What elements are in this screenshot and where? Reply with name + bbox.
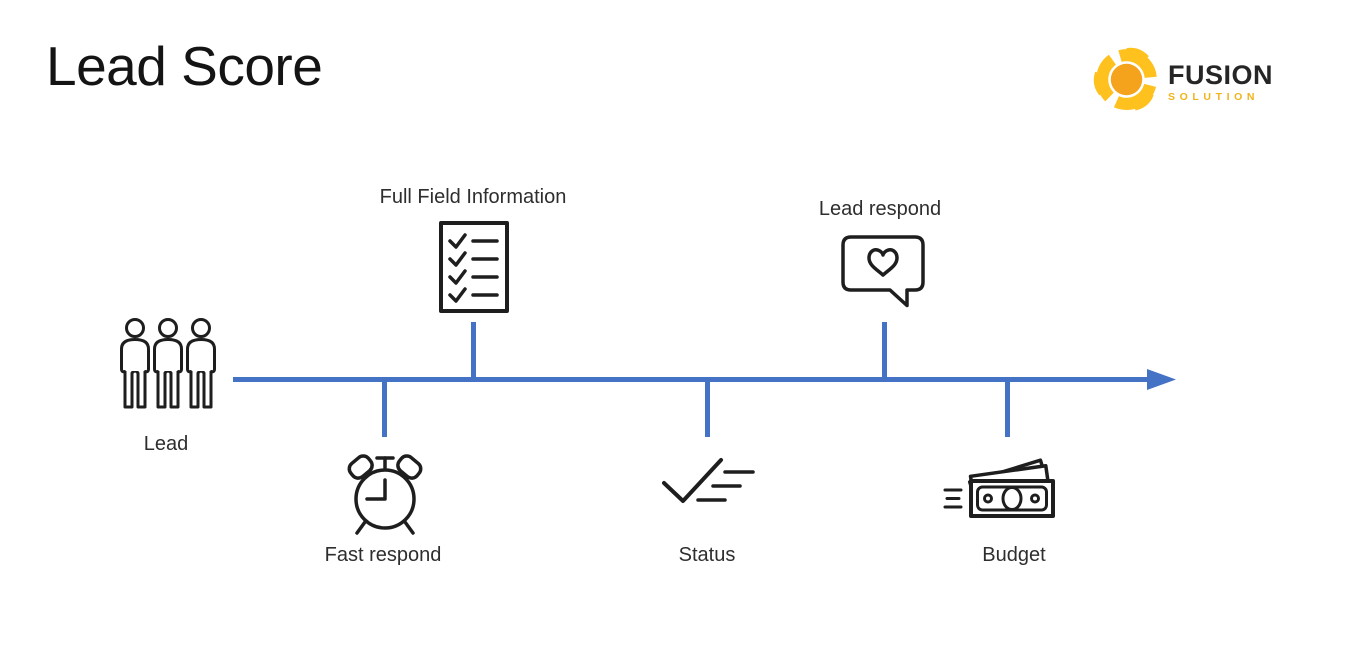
fusion-swirl-icon (1093, 47, 1157, 111)
timeline-arrowhead (1147, 369, 1176, 390)
milestone-label-fast-respond: Fast respond (324, 544, 442, 566)
checklist-document-icon (439, 221, 509, 313)
milestone-label-lead-respond: Lead respond (818, 198, 942, 220)
milestone-label-lead: Lead (143, 433, 189, 455)
money-banknotes-icon (943, 458, 1055, 518)
logo-text: FUSION SOLUTION (1168, 62, 1273, 103)
milestone-label-status: Status (678, 544, 736, 566)
logo-subname: SOLUTION (1168, 91, 1260, 103)
people-group-icon (119, 318, 217, 409)
alarm-clock-icon (347, 454, 423, 535)
speech-bubble-heart-icon (841, 235, 925, 308)
logo-name: FUSION (1168, 60, 1274, 90)
page-title: Lead Score (46, 35, 323, 97)
company-logo: FUSION SOLUTION (1090, 43, 1273, 116)
milestone-label-full-field-information: Full Field Information (379, 186, 567, 208)
checkmark-list-icon (662, 458, 755, 503)
milestone-label-budget: Budget (982, 544, 1046, 566)
